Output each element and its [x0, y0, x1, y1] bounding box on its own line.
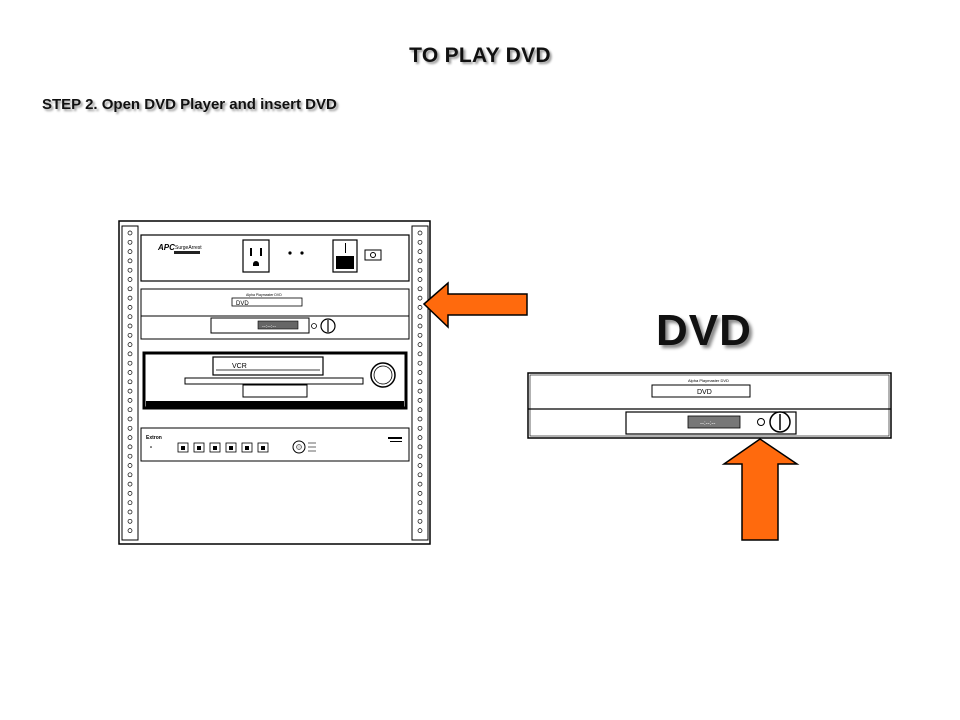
rail-hole — [417, 258, 423, 264]
rail-hole — [127, 453, 133, 459]
closeup-display-text: --:--:-- — [700, 421, 715, 427]
rail-hole — [417, 360, 423, 366]
rail-hole — [127, 286, 133, 292]
rail-hole — [417, 249, 423, 254]
rail-hole — [127, 528, 133, 533]
rail-hole — [417, 277, 423, 282]
rail-hole — [417, 481, 423, 487]
rail-hole — [417, 388, 423, 394]
rail-hole — [127, 463, 133, 468]
rail-hole — [417, 230, 423, 236]
rail-hole — [127, 258, 133, 264]
rail-hole — [417, 314, 423, 320]
rail-hole — [127, 435, 133, 440]
closeup-tray-label: DVD — [697, 389, 712, 396]
rail-holes-left — [127, 230, 133, 533]
closeup-display — [687, 415, 741, 429]
page-title: TO PLAY DVD — [409, 44, 551, 67]
rail-hole — [127, 472, 133, 478]
rail-hole — [417, 425, 423, 431]
rail-hole — [127, 481, 133, 487]
outlet-icon — [242, 239, 270, 273]
rail-hole — [127, 425, 133, 431]
rail-hole — [417, 351, 423, 357]
vcr-label: VCR — [232, 363, 247, 370]
rail-hole — [417, 267, 423, 273]
power-unit: APC SurgeArrest — [140, 234, 410, 282]
arrow-to-dvd-button — [721, 438, 800, 541]
rack-dvd-caption: Alpha Playmaster DVD — [246, 293, 282, 297]
rail-hole — [417, 416, 423, 422]
rail-hole — [417, 407, 423, 413]
switcher-brand: Extron — [146, 435, 162, 441]
dvd-closeup-unit[interactable]: Alpha Playmaster DVD DVD --:--:-- — [527, 372, 892, 439]
rail-hole — [127, 509, 133, 515]
rail-hole — [417, 379, 423, 385]
rail-hole — [127, 360, 133, 366]
closeup-caption: Alpha Playmaster DVD — [688, 378, 729, 383]
breaker-button[interactable] — [364, 249, 382, 261]
rail-hole — [127, 295, 133, 301]
closeup-eject-button[interactable] — [757, 418, 765, 426]
rail-hole — [417, 239, 423, 245]
rail-hole — [127, 249, 133, 254]
rail-hole — [127, 277, 133, 282]
rail-hole — [127, 332, 133, 338]
rail-hole — [417, 398, 423, 403]
power-unit-badge — [174, 251, 200, 254]
rail-hole — [417, 518, 423, 524]
rail-hole — [127, 518, 133, 524]
rail-hole — [127, 314, 133, 320]
rail-hole — [417, 332, 423, 338]
rail-holes-right — [417, 230, 423, 533]
arrow-to-rack-dvd — [422, 281, 528, 329]
rail-hole — [127, 398, 133, 403]
rail-hole — [127, 444, 133, 450]
rail-hole — [417, 370, 423, 375]
rail-hole — [417, 305, 423, 310]
switcher-buttons — [177, 442, 269, 453]
rail-hole — [127, 379, 133, 385]
rail-hole — [127, 416, 133, 422]
rail-hole — [417, 509, 423, 515]
rail-hole — [417, 295, 423, 301]
rail-hole — [417, 444, 423, 450]
rail-hole — [417, 472, 423, 478]
rail-hole — [127, 267, 133, 273]
rail-hole — [417, 323, 423, 329]
rail-hole — [417, 435, 423, 440]
rack-dvd-display: --:--:-- — [262, 324, 276, 330]
rail-hole — [127, 230, 133, 236]
rack-dvd-tray-label: DVD — [236, 301, 249, 307]
rail-hole — [417, 453, 423, 459]
step-instruction: STEP 2. Open DVD Player and insert DVD — [42, 96, 337, 113]
rail-hole — [127, 342, 133, 347]
dvd-closeup-heading: DVD — [656, 306, 752, 355]
rail-hole — [127, 239, 133, 245]
rail-hole — [127, 351, 133, 357]
vcr-unit[interactable]: VCR — [142, 351, 408, 410]
rail-hole — [417, 528, 423, 533]
rail-hole — [417, 286, 423, 292]
rail-hole — [417, 500, 423, 506]
power-unit-model: SurgeArrest — [175, 245, 202, 251]
rail-hole — [127, 500, 133, 506]
rail-hole — [127, 388, 133, 394]
rail-hole — [417, 491, 423, 496]
rail-hole — [127, 305, 133, 310]
rail-hole — [127, 407, 133, 413]
rail-hole — [127, 491, 133, 496]
switcher-unit: Extron — [140, 427, 410, 462]
rail-hole — [127, 370, 133, 375]
rail-hole — [417, 463, 423, 468]
power-unit-brand: APC — [157, 243, 175, 252]
rack-dvd-unit[interactable]: Alpha Playmaster DVD DVD --:--:-- — [140, 288, 410, 340]
rail-hole — [127, 323, 133, 329]
rail-hole — [417, 342, 423, 347]
